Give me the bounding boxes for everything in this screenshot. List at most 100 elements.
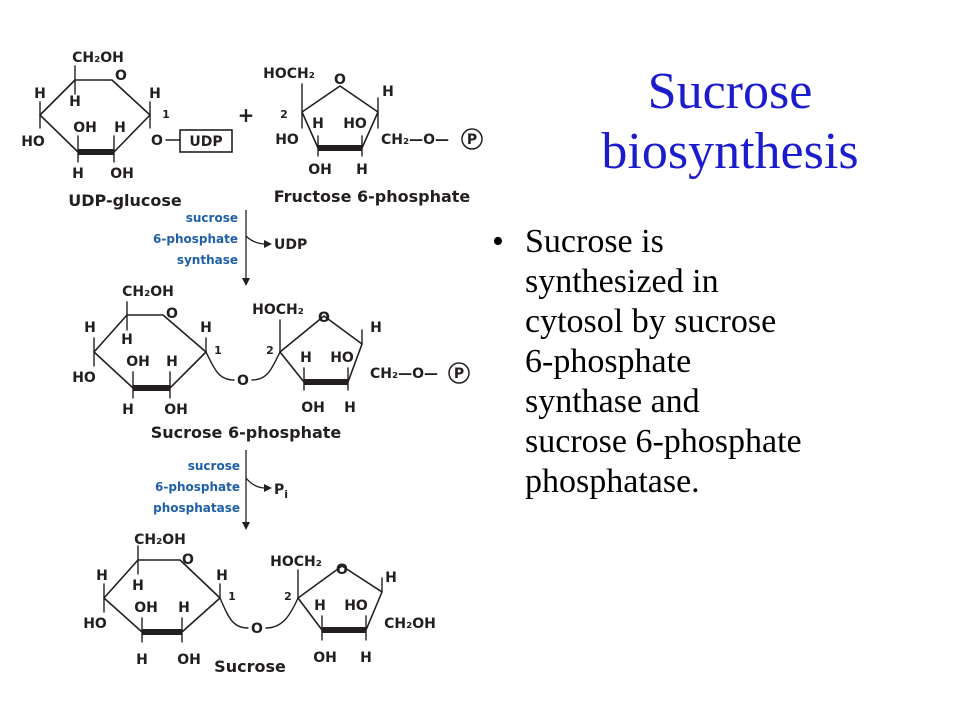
h-label: H xyxy=(200,320,212,336)
glycosidic-oxygen-label: O xyxy=(151,133,163,149)
oh-label: OH xyxy=(301,400,325,416)
plus-sign: + xyxy=(238,103,255,127)
udp-glucose-caption: UDP-glucose xyxy=(68,191,182,210)
bullet-text-line: synthase and xyxy=(525,383,700,420)
oh-label: OH xyxy=(73,120,97,136)
ch2oh-label: CH₂OH xyxy=(384,616,436,632)
h-label: H xyxy=(216,568,228,584)
carbon-number: 1 xyxy=(228,590,236,603)
h-label: H xyxy=(121,332,133,348)
carbon-number: 1 xyxy=(162,108,170,121)
udp-label: UDP xyxy=(189,134,222,150)
slide-title: Sucrose biosynthesis xyxy=(510,62,950,182)
h-label: H xyxy=(122,402,134,418)
carbon-number: 1 xyxy=(214,344,222,357)
h-label: H xyxy=(344,400,356,416)
carbon-number: 2 xyxy=(284,590,292,603)
ring-oxygen-label: O xyxy=(182,552,194,568)
ho-label: HO xyxy=(275,132,299,148)
step-2-reaction-arrow: sucrose 6-phosphate phosphatase Pi xyxy=(153,450,288,530)
oh-label: OH xyxy=(126,354,150,370)
enzyme-label: sucrose xyxy=(188,459,240,473)
bullet-text-line: sucrose 6-phosphate xyxy=(525,423,802,460)
bridge-oxygen-label: O xyxy=(251,621,263,637)
ch2oh-label: CH₂OH xyxy=(72,50,124,66)
h-label: H xyxy=(84,320,96,336)
ch2oh-label: CH₂OH xyxy=(122,284,174,300)
h-label: H xyxy=(300,350,312,366)
ho-label: HO xyxy=(330,350,354,366)
ring-oxygen-label: O xyxy=(115,68,127,84)
enzyme-label: 6-phosphate xyxy=(153,232,238,246)
fructose-6-phosphate-caption: Fructose 6-phosphate xyxy=(274,187,471,206)
h-label: H xyxy=(136,652,148,668)
ch2o-label: CH₂—O— xyxy=(381,132,449,148)
inorganic-phosphate-subscript: i xyxy=(284,488,288,501)
bullet-text-line: cytosol by sucrose xyxy=(525,303,777,340)
carbon-number: 2 xyxy=(280,108,288,121)
h-label: H xyxy=(149,86,161,102)
step-1-reaction-arrow: sucrose 6-phosphate synthase UDP xyxy=(153,210,307,286)
hoch2-label: HOCH₂ xyxy=(252,302,304,318)
enzyme-label: 6-phosphate xyxy=(155,480,240,494)
bullet-text-line: synthesized in xyxy=(525,263,719,300)
h-label: H xyxy=(69,94,81,110)
hoch2-label: HOCH₂ xyxy=(270,554,322,570)
ho-label: HO xyxy=(83,616,107,632)
phosphate-label: P xyxy=(454,366,464,382)
inorganic-phosphate-label: Pi xyxy=(274,482,288,501)
oh-label: OH xyxy=(164,402,188,418)
sucrose-caption: Sucrose xyxy=(214,657,286,676)
bullet-text-line: 6-phosphate xyxy=(525,343,692,380)
ho-label: HO xyxy=(21,134,45,150)
h-label: H xyxy=(370,320,382,336)
h-label: H xyxy=(356,162,368,178)
h-label: H xyxy=(166,354,178,370)
h-label: H xyxy=(72,166,84,182)
ho-label: HO xyxy=(72,370,96,386)
sucrose-6-phosphate-caption: Sucrose 6-phosphate xyxy=(151,423,342,442)
h-label: H xyxy=(314,598,326,614)
ring-oxygen-label: O xyxy=(318,310,330,326)
ring-oxygen-label: O xyxy=(334,72,346,88)
enzyme-label: synthase xyxy=(177,253,238,267)
ho-label: HO xyxy=(344,598,368,614)
h-label: H xyxy=(178,600,190,616)
h-label: H xyxy=(96,568,108,584)
h-label: H xyxy=(114,120,126,136)
bullet-item: Sucrose is synthesized in cytosol by suc… xyxy=(492,222,932,502)
enzyme-label: phosphatase xyxy=(153,501,240,515)
ch2oh-label: CH₂OH xyxy=(134,532,186,548)
h-label: H xyxy=(382,84,394,100)
fructose-6-phosphate-structure: HOCH₂ O H 2 HO H HO CH₂—O— P OH H Fructo… xyxy=(263,66,483,206)
phosphate-label: P xyxy=(467,132,477,148)
inorganic-phosphate-symbol: P xyxy=(274,482,284,498)
bullet-text-line: Sucrose is xyxy=(525,223,664,260)
ring-oxygen-label: O xyxy=(166,306,178,322)
oh-label: OH xyxy=(308,162,332,178)
enzyme-label: sucrose xyxy=(186,211,238,225)
h-label: H xyxy=(132,578,144,594)
oh-label: OH xyxy=(313,650,337,666)
ho-label: HO xyxy=(343,116,367,132)
h-label: H xyxy=(385,570,397,586)
oh-label: OH xyxy=(177,652,201,668)
slide-title-line: biosynthesis xyxy=(601,123,859,180)
bullet-list: Sucrose is synthesized in cytosol by suc… xyxy=(492,222,932,502)
bridge-oxygen-label: O xyxy=(237,373,249,389)
hoch2-label: HOCH₂ xyxy=(263,66,315,82)
h-label: H xyxy=(360,650,372,666)
carbon-number: 2 xyxy=(266,344,274,357)
sucrose-structure: CH₂OH O H H H 1 HO OH H H OH O HOCH₂ O H… xyxy=(83,532,436,676)
slide-title-line: Sucrose xyxy=(647,63,813,120)
h-label: H xyxy=(312,116,324,132)
udp-glucose-structure: CH₂OH O H H H 1 HO OH H H OH O UDP UDP-g… xyxy=(21,50,233,210)
bullet-text-line: phosphatase. xyxy=(525,463,700,500)
oh-label: OH xyxy=(110,166,134,182)
ch2o-label: CH₂—O— xyxy=(370,366,438,382)
udp-product-label: UDP xyxy=(274,237,307,253)
ring-oxygen-label: O xyxy=(336,562,348,578)
h-label: H xyxy=(34,86,46,102)
